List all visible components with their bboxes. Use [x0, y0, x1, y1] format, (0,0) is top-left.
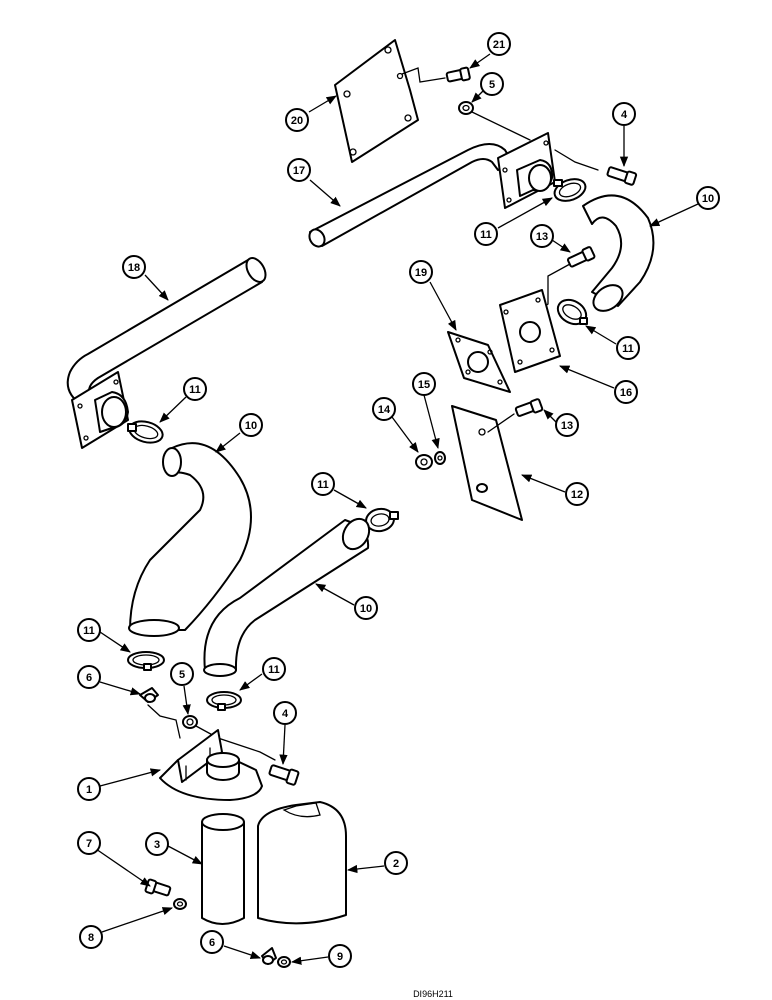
- svg-text:17: 17: [293, 165, 305, 177]
- part-11-clamp-lower-left: [127, 651, 165, 671]
- part-8-nut: [173, 898, 187, 910]
- svg-text:6: 6: [209, 937, 215, 949]
- callout-6-upper: 6: [77, 665, 101, 689]
- part-10-hose-middle: [203, 517, 371, 677]
- part-12-plate: [451, 405, 523, 521]
- svg-text:12: 12: [571, 489, 583, 501]
- svg-text:11: 11: [622, 343, 634, 355]
- svg-text:6: 6: [86, 672, 92, 684]
- svg-text:13: 13: [536, 231, 548, 243]
- callout-1: 1: [77, 777, 101, 801]
- part-4-bolt-upper: [606, 166, 638, 186]
- part-18-long-pipe: [66, 257, 267, 449]
- callout-11-left: 11: [183, 377, 207, 401]
- callout-11-right: 11: [616, 336, 640, 360]
- part-2-muffler-shield: [257, 801, 347, 925]
- callout-11-lower-left: 11: [77, 618, 101, 642]
- callout-20: 20: [285, 108, 309, 132]
- svg-text:19: 19: [415, 267, 427, 279]
- part-20-gasket-plate: [334, 39, 419, 163]
- part-16-flange-plate: [499, 289, 561, 373]
- callout-4-top: 4: [612, 102, 636, 126]
- part-13-bolt-upper: [529, 246, 596, 317]
- part-3-muffler-tube: [201, 813, 245, 925]
- svg-text:11: 11: [480, 229, 492, 241]
- part-11-clamp-mid: [365, 507, 399, 533]
- callout-13-lower: 13: [555, 413, 579, 437]
- part-19-gasket: [447, 331, 511, 393]
- callout-11-mid: 11: [311, 472, 335, 496]
- callout-21: 21: [487, 32, 511, 56]
- svg-text:15: 15: [418, 379, 430, 391]
- part-5-nut-upper: [458, 101, 531, 141]
- part-4-bolt-lower: [268, 764, 300, 786]
- svg-text:20: 20: [291, 115, 303, 127]
- part-11-clamp-lower-right: [206, 691, 242, 711]
- svg-text:5: 5: [489, 79, 495, 91]
- callout-15: 15: [412, 372, 436, 396]
- svg-text:18: 18: [128, 262, 140, 274]
- callout-16: 16: [614, 380, 638, 404]
- svg-text:4: 4: [621, 109, 628, 121]
- svg-text:4: 4: [282, 708, 289, 720]
- part-7-bolt: [144, 878, 172, 897]
- svg-text:8: 8: [88, 932, 94, 944]
- svg-text:5: 5: [179, 669, 185, 681]
- callout-10-left: 10: [239, 413, 263, 437]
- callout-17: 17: [287, 158, 311, 182]
- callout-11-top: 11: [474, 222, 498, 246]
- part-6-wing-nut-upper: [139, 687, 181, 739]
- svg-text:10: 10: [702, 193, 714, 205]
- svg-text:13: 13: [561, 420, 573, 432]
- svg-text:14: 14: [378, 404, 391, 416]
- callout-2: 2: [384, 851, 408, 875]
- callout-18: 18: [122, 255, 146, 279]
- svg-text:1: 1: [86, 784, 92, 796]
- part-17-exhaust-pipe: [308, 132, 599, 248]
- part-11-clamp-upper: [553, 178, 587, 202]
- part-15-washer: [434, 451, 446, 465]
- svg-text:11: 11: [83, 625, 95, 637]
- callout-5-top: 5: [480, 72, 504, 96]
- part-14-nut: [415, 454, 433, 470]
- svg-text:10: 10: [360, 603, 372, 615]
- svg-text:2: 2: [393, 858, 399, 870]
- callout-10-middle: 10: [354, 596, 378, 620]
- part-1-mounting-bracket: [159, 729, 263, 801]
- callout-7: 7: [77, 831, 101, 855]
- callout-13-top: 13: [530, 224, 554, 248]
- callout-11-lower-right: 11: [262, 657, 286, 681]
- callout-19: 19: [409, 260, 433, 284]
- part-5-nut-lower: [182, 715, 276, 761]
- callout-14: 14: [372, 397, 396, 421]
- drawing-reference: DI96H211: [413, 989, 453, 999]
- part-6-wing-nut-lower: [261, 947, 277, 965]
- leader-lines: [95, 53, 699, 965]
- svg-text:11: 11: [317, 479, 329, 491]
- callout-10-top-right: 10: [696, 186, 720, 210]
- part-11-clamp-left: [127, 420, 164, 444]
- svg-text:7: 7: [86, 838, 92, 850]
- callout-3: 3: [145, 832, 169, 856]
- callout-8: 8: [79, 925, 103, 949]
- callout-9: 9: [328, 944, 352, 968]
- svg-text:11: 11: [189, 384, 201, 396]
- part-10-hose-left: [128, 442, 252, 637]
- callout-4-lower: 4: [273, 701, 297, 725]
- svg-text:21: 21: [493, 39, 505, 51]
- svg-text:9: 9: [337, 951, 343, 963]
- part-21-bolt: [401, 66, 471, 83]
- part-13-bolt-lower: [487, 398, 544, 433]
- part-11-clamp-right: [556, 298, 588, 326]
- callout-12: 12: [565, 482, 589, 506]
- svg-text:10: 10: [245, 420, 257, 432]
- svg-text:11: 11: [268, 664, 280, 676]
- callout-6-lower: 6: [200, 930, 224, 954]
- part-9-nut: [277, 956, 291, 968]
- svg-text:16: 16: [620, 387, 632, 399]
- part-10-hose-upper: [582, 194, 655, 312]
- svg-text:3: 3: [154, 839, 160, 851]
- callout-5-lower: 5: [170, 662, 194, 686]
